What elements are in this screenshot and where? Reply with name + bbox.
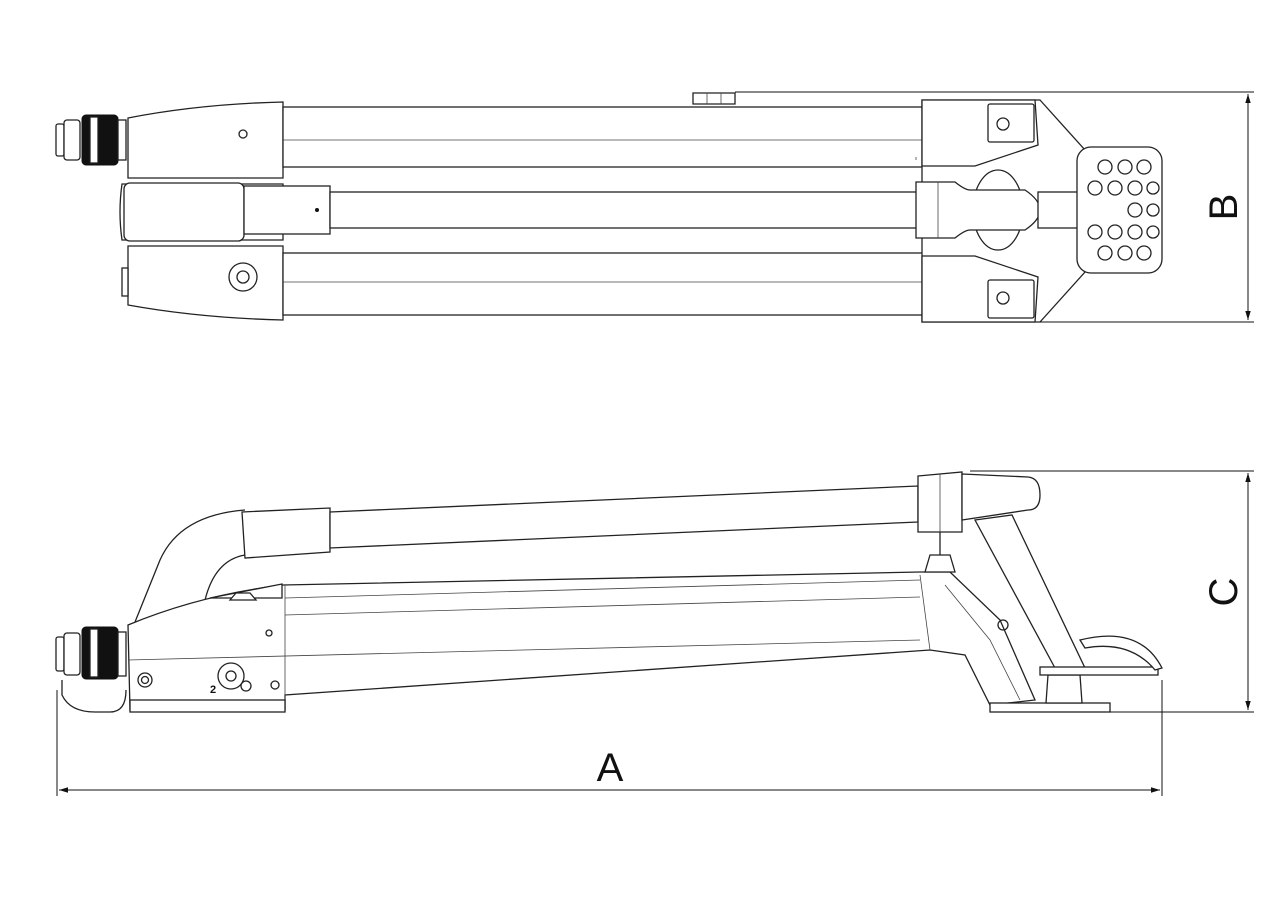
hose-connector-side	[55, 626, 127, 713]
left-housing-bottom	[127, 245, 284, 321]
left-housing-top	[127, 101, 284, 179]
nozzle-plate	[1076, 146, 1163, 274]
spray-head-top	[915, 99, 1163, 323]
side-view: 2 C A	[55, 470, 1254, 796]
foot-left	[129, 699, 286, 713]
tube-bottom	[282, 252, 924, 316]
hose-connector-top	[55, 114, 127, 166]
top-view: B	[55, 91, 1254, 323]
tube-top	[282, 106, 924, 168]
nut-side	[228, 592, 258, 601]
oscillating-tube-side	[329, 485, 919, 549]
hose-arch	[134, 509, 246, 623]
nut	[692, 92, 736, 105]
dimension-b-label: B	[1202, 194, 1246, 221]
oscillating-tube	[329, 191, 921, 229]
dimension-a-label: A	[597, 746, 624, 790]
range-dial	[1078, 635, 1163, 671]
foot-right	[989, 702, 1111, 713]
part-number-label: 2	[210, 684, 216, 696]
nozzle-holes	[1087, 159, 1160, 261]
dimension-c-label: C	[1202, 578, 1246, 607]
